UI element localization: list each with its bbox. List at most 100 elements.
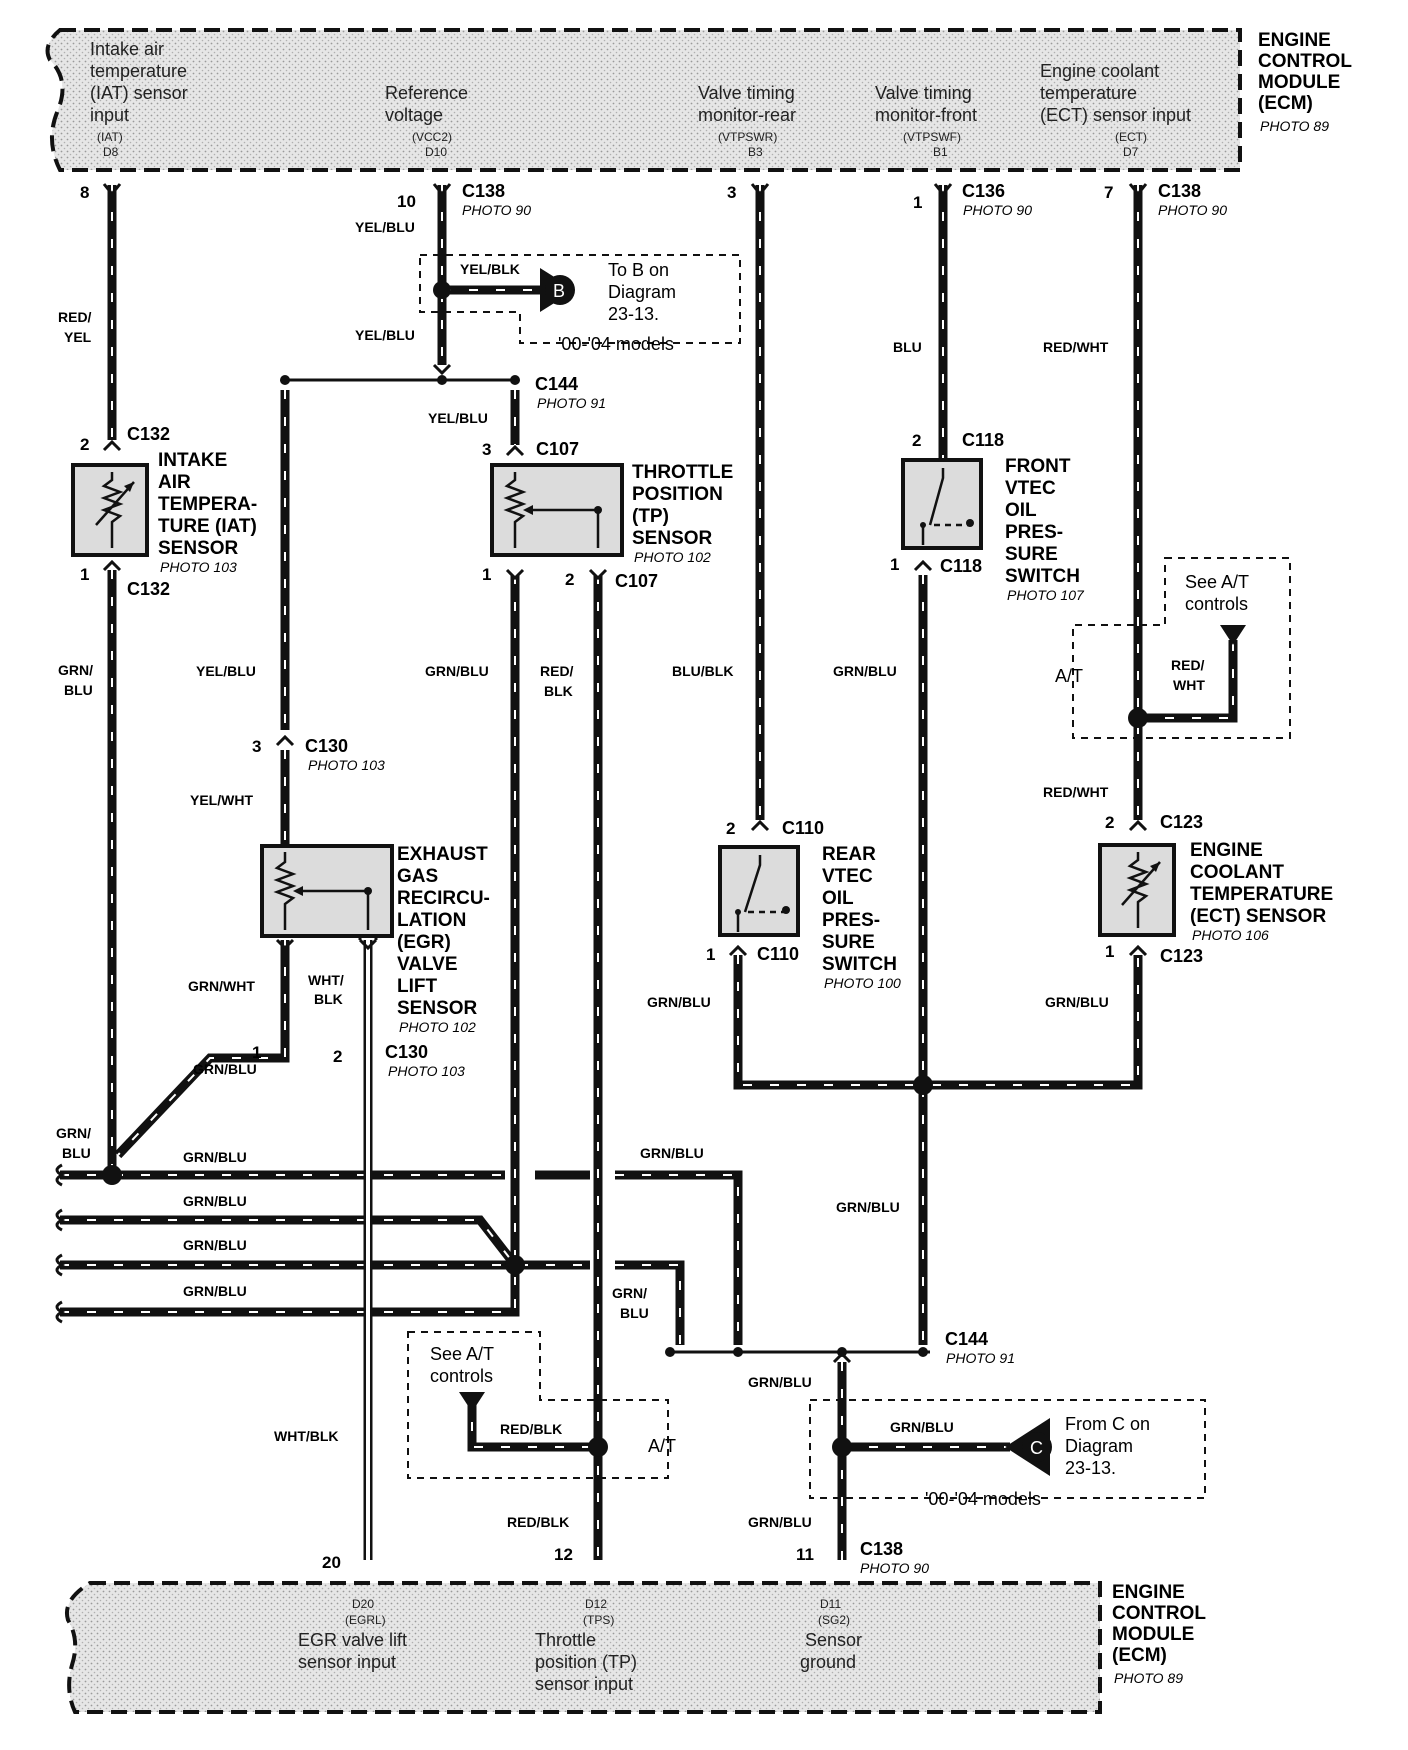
- svg-text:VALVE: VALVE: [397, 954, 458, 975]
- bus-ends: [55, 1163, 66, 1324]
- svg-text:BLU/BLK: BLU/BLK: [672, 663, 733, 679]
- svg-text:WHT/BLK: WHT/BLK: [274, 1428, 339, 1444]
- svg-text:COOLANT: COOLANT: [1190, 862, 1284, 883]
- svg-text:PHOTO 90: PHOTO 90: [1158, 202, 1227, 218]
- svg-text:TEMPERATURE: TEMPERATURE: [1190, 884, 1333, 905]
- svg-text:C123: C123: [1160, 946, 1203, 966]
- ect-sensor: [1098, 843, 1176, 937]
- svg-text:SURE: SURE: [822, 932, 875, 953]
- svg-text:monitor-rear: monitor-rear: [698, 105, 796, 125]
- svg-text:A/T: A/T: [648, 1436, 676, 1456]
- svg-text:C132: C132: [127, 424, 170, 444]
- svg-text:GRN/BLU: GRN/BLU: [183, 1193, 247, 1209]
- svg-text:TURE (IAT): TURE (IAT): [158, 516, 257, 537]
- svg-text:3: 3: [252, 737, 261, 756]
- svg-text:VTEC: VTEC: [1005, 478, 1056, 499]
- svg-text:SENSOR: SENSOR: [397, 998, 478, 1019]
- svg-text:MODULE: MODULE: [1258, 72, 1340, 93]
- svg-text:SWITCH: SWITCH: [1005, 566, 1080, 587]
- svg-text:(ECM): (ECM): [1112, 1645, 1167, 1666]
- svg-text:OIL: OIL: [822, 888, 854, 909]
- svg-text:C107: C107: [615, 571, 658, 591]
- ecm-top: ENGINE CONTROL MODULE (ECM) PHOTO 89 Int…: [45, 28, 1352, 172]
- at-arrow-top: [1220, 625, 1246, 645]
- iat-sensor-label: INTAKE AIR TEMPERA- TURE (IAT) SENSOR PH…: [158, 450, 257, 575]
- svg-text:TEMPERA-: TEMPERA-: [158, 494, 257, 515]
- egr-sensor-label: EXHAUST GAS RECIRCU- LATION (EGR) VALVE …: [397, 844, 490, 1035]
- svg-text:GRN/BLU: GRN/BLU: [183, 1149, 247, 1165]
- svg-text:AIR: AIR: [158, 472, 191, 493]
- svg-text:(VTPSWR): (VTPSWR): [718, 130, 777, 144]
- svg-text:1: 1: [913, 193, 922, 212]
- see-at-note-top: See A/T controls A/T: [1055, 572, 1249, 686]
- svg-text:PHOTO 106: PHOTO 106: [1192, 927, 1269, 943]
- see-at-box-top: [1072, 557, 1291, 739]
- svg-text:PHOTO 91: PHOTO 91: [946, 1350, 1015, 1366]
- svg-text:D7: D7: [1123, 145, 1139, 159]
- svg-text:PHOTO 89: PHOTO 89: [1114, 1670, 1183, 1686]
- svg-text:PHOTO 100: PHOTO 100: [824, 975, 901, 991]
- svg-text:GRN/WHT: GRN/WHT: [188, 978, 255, 994]
- svg-text:C110: C110: [757, 944, 799, 964]
- svg-text:Sensor: Sensor: [805, 1630, 862, 1650]
- ecm-bottom: ENGINE CONTROL MODULE (ECM) PHOTO 89 D20…: [65, 1581, 1206, 1714]
- to-b-box: B: [419, 254, 741, 344]
- tp-sensor: [490, 463, 624, 557]
- ecm-terminal-vtpswf: Valve timing monitor-front (VTPSWF) B1: [875, 83, 977, 159]
- svg-text:20: 20: [322, 1553, 341, 1572]
- svg-text:sensor input: sensor input: [535, 1674, 633, 1694]
- svg-text:LIFT: LIFT: [397, 976, 437, 997]
- svg-text:RED/WHT: RED/WHT: [1043, 784, 1109, 800]
- svg-text:C138: C138: [1158, 181, 1201, 201]
- svg-text:FRONT: FRONT: [1005, 456, 1071, 477]
- svg-text:RED/BLK: RED/BLK: [500, 1421, 562, 1437]
- svg-text:(ECM): (ECM): [1258, 93, 1313, 114]
- svg-text:GRN/BLU: GRN/BLU: [1045, 994, 1109, 1010]
- svg-text:2: 2: [912, 431, 921, 450]
- svg-text:C138: C138: [860, 1539, 903, 1559]
- svg-text:GRN/BLU: GRN/BLU: [647, 994, 711, 1010]
- svg-text:12: 12: [554, 1545, 573, 1564]
- svg-text:RED/BLK: RED/BLK: [507, 1514, 569, 1530]
- svg-text:GRN/BLU: GRN/BLU: [183, 1283, 247, 1299]
- svg-text:C138: C138: [462, 181, 505, 201]
- iat-sensor: [71, 463, 149, 557]
- svg-text:REAR: REAR: [822, 844, 876, 865]
- connector-glyphs: [102, 183, 1148, 1364]
- svg-text:BLU: BLU: [62, 1145, 91, 1161]
- svg-text:7: 7: [1104, 183, 1113, 202]
- svg-text:SWITCH: SWITCH: [822, 954, 897, 975]
- svg-text:Intake air: Intake air: [90, 39, 164, 59]
- svg-text:GRN/: GRN/: [56, 1125, 91, 1141]
- svg-text:GRN/BLU: GRN/BLU: [425, 663, 489, 679]
- svg-text:ENGINE: ENGINE: [1258, 30, 1331, 51]
- see-at-note-bottom: See A/T controls A/T: [430, 1344, 676, 1456]
- svg-text:MODULE: MODULE: [1112, 1624, 1194, 1645]
- svg-text:Diagram: Diagram: [1065, 1436, 1133, 1456]
- egr-sensor: [260, 844, 394, 938]
- ecm-bottom-title: ENGINE CONTROL MODULE (ECM) PHOTO 89: [1112, 1582, 1206, 1686]
- svg-text:PHOTO 103: PHOTO 103: [388, 1063, 465, 1079]
- svg-text:1: 1: [1105, 942, 1114, 961]
- svg-text:D10: D10: [425, 145, 447, 159]
- svg-text:temperature: temperature: [90, 61, 187, 81]
- svg-text:GRN/BLU: GRN/BLU: [748, 1374, 812, 1390]
- ecm-terminal-iat: Intake air temperature (IAT) sensor inpu…: [90, 39, 188, 159]
- svg-text:EXHAUST: EXHAUST: [397, 844, 488, 865]
- svg-text:Reference: Reference: [385, 83, 468, 103]
- svg-text:YEL/BLK: YEL/BLK: [460, 261, 520, 277]
- svg-text:GRN/BLU: GRN/BLU: [640, 1145, 704, 1161]
- svg-text:(ECT): (ECT): [1115, 130, 1147, 144]
- svg-text:EGR valve lift: EGR valve lift: [298, 1630, 407, 1650]
- svg-text:OIL: OIL: [1005, 500, 1037, 521]
- marker-b-label: B: [553, 281, 565, 301]
- svg-text:PHOTO 91: PHOTO 91: [537, 395, 606, 411]
- svg-text:PHOTO 90: PHOTO 90: [860, 1560, 929, 1576]
- from-c-box: C: [809, 1399, 1206, 1499]
- svg-text:RECIRCU-: RECIRCU-: [397, 888, 490, 909]
- svg-text:YEL/BLU: YEL/BLU: [428, 410, 488, 426]
- ecm-terminal-egrl: D20 (EGRL) EGR valve lift sensor input: [298, 1597, 407, 1672]
- svg-text:Diagram: Diagram: [608, 282, 676, 302]
- svg-text:YEL/BLU: YEL/BLU: [355, 219, 415, 235]
